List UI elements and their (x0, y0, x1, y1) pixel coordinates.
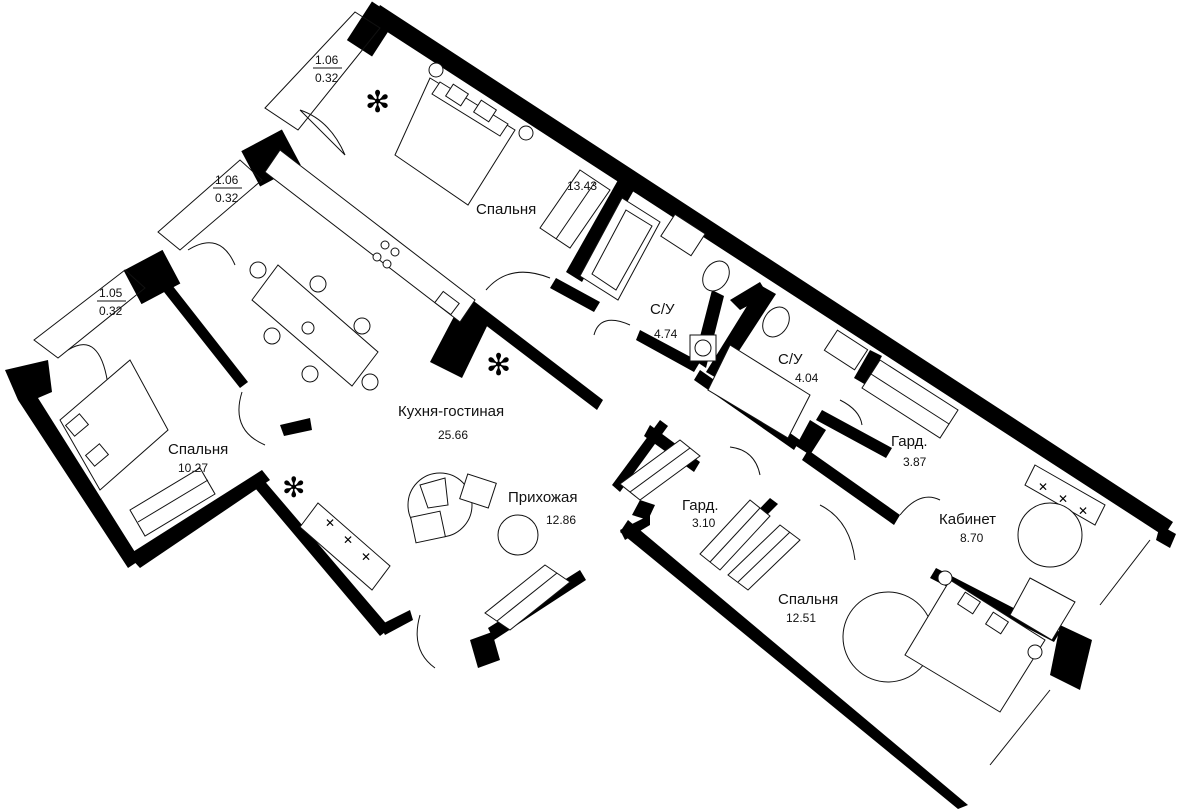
sink-1 (660, 213, 706, 257)
balcony-label-2: 1.06 0.32 (213, 173, 242, 205)
sofa-living: ✕ ✕ ✕ (299, 502, 391, 591)
room-bathroom-2: С/У 4.04 (778, 351, 819, 385)
toilet-1 (702, 260, 730, 292)
svg-text:✻: ✻ (486, 348, 511, 383)
svg-text:✕: ✕ (361, 550, 371, 564)
room-name: Гард. (682, 497, 719, 514)
svg-text:✕: ✕ (1078, 504, 1088, 518)
room-name: Кабинет (939, 511, 996, 528)
room-name: Спальня (778, 591, 838, 608)
balcony-area-top: 1.06 (315, 53, 339, 67)
balcony-label-1: 1.06 0.32 (313, 53, 342, 85)
bathtub-2 (707, 344, 811, 439)
wardrobe-garderob-2 (619, 439, 771, 571)
wardrobe-garderob-1 (861, 359, 959, 439)
study-sofa: ✕ ✕ ✕ (1024, 464, 1106, 526)
room-area: 8.70 (960, 531, 984, 545)
room-kitchen-living: Кухня-гостиная 25.66 (398, 403, 504, 442)
round-ottoman (497, 514, 539, 556)
room-area: 3.87 (903, 455, 927, 469)
room-name: Спальня (476, 201, 536, 218)
svg-text:✻: ✻ (365, 85, 390, 120)
study-rug (1017, 502, 1083, 568)
balcony-area-bottom: 0.32 (215, 191, 239, 205)
room-name: Кухня-гостиная (398, 403, 504, 420)
svg-text:✕: ✕ (1058, 492, 1068, 506)
room-bedroom-left: Спальня 10.27 (168, 441, 228, 475)
dining-table (249, 261, 379, 391)
room-area: 4.04 (795, 371, 819, 385)
lounge-set (407, 472, 497, 544)
room-bedroom-bottom: Спальня 12.51 (778, 591, 838, 625)
wardrobe-bottom-bedroom (727, 524, 801, 591)
room-bedroom-top: Спальня 13.43 (476, 179, 597, 218)
balcony-area-top: 1.05 (99, 286, 123, 300)
room-wardrobe-2: Гард. 3.10 (682, 497, 719, 530)
room-name: С/У (778, 351, 803, 368)
room-area: 12.51 (786, 611, 816, 625)
room-area: 3.10 (692, 516, 716, 530)
balcony-area-top: 1.06 (215, 173, 239, 187)
balcony-area-bottom: 0.32 (99, 304, 123, 318)
svg-text:✕: ✕ (343, 533, 353, 547)
room-name: Спальня (168, 441, 228, 458)
plant-icons: ✻ ✻ ✻ (282, 85, 511, 504)
room-bathroom-1: С/У 4.74 (650, 301, 678, 341)
svg-text:✕: ✕ (325, 516, 335, 530)
washer (689, 334, 717, 362)
wardrobe-top-bedroom (539, 169, 611, 249)
walls (5, 1, 1176, 809)
balcony-label-3: 1.05 0.32 (97, 286, 126, 318)
study-desk (1009, 577, 1076, 641)
room-name: Прихожая (508, 489, 578, 506)
room-area: 25.66 (438, 428, 468, 442)
balcony-area-bottom: 0.32 (315, 71, 339, 85)
svg-text:✻: ✻ (282, 471, 305, 504)
room-name: Гард. (891, 433, 928, 450)
room-wardrobe-1: Гард. 3.87 (891, 433, 928, 469)
bathtub-1 (579, 197, 661, 301)
room-name: С/У (650, 301, 675, 318)
kitchen-counter (264, 149, 476, 323)
balconies-outline (33, 11, 1151, 766)
toilet-2 (762, 306, 790, 338)
double-bed-top (394, 62, 534, 206)
door-swings (67, 109, 941, 669)
room-area: 12.86 (546, 513, 576, 527)
sink-2 (823, 329, 869, 371)
room-area: 4.74 (654, 327, 678, 341)
room-hallway: Прихожая 12.86 (508, 489, 578, 527)
room-area: 13.43 (567, 179, 597, 193)
wardrobe-hallway (484, 564, 571, 631)
room-area: 10.27 (178, 461, 208, 475)
room-study: Кабинет 8.70 (939, 511, 996, 545)
svg-text:✕: ✕ (1038, 480, 1048, 494)
double-bed-bottom (904, 570, 1046, 713)
double-bed-left (59, 359, 169, 491)
wardrobe-left-bedroom (129, 467, 216, 537)
